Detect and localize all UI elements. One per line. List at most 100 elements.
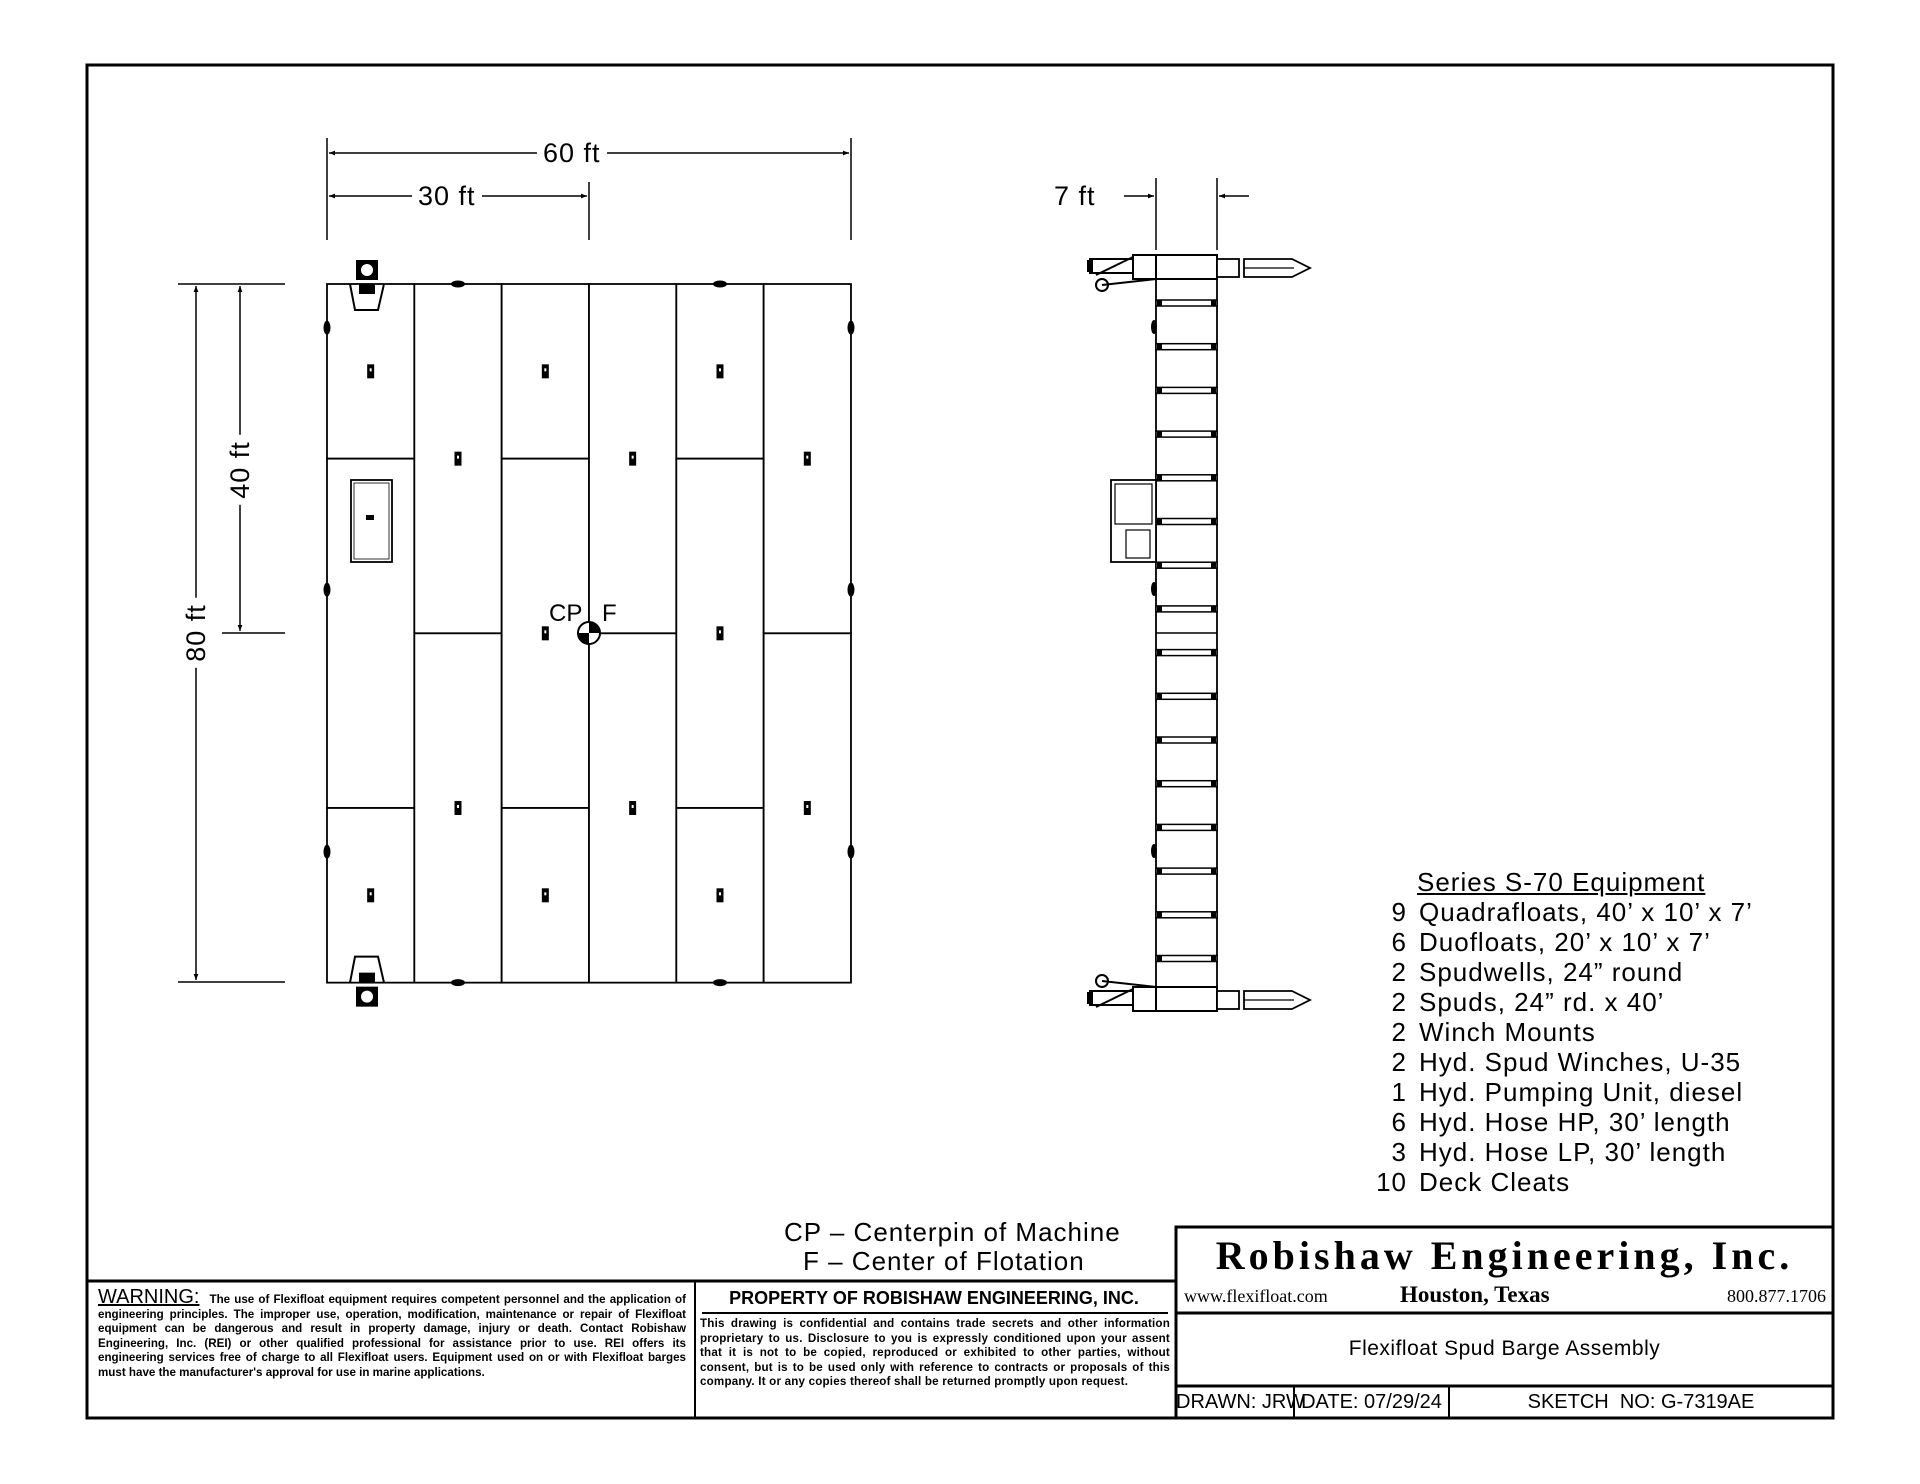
winch-mount	[359, 972, 375, 983]
equipment-desc: Hyd. Pumping Unit, diesel	[1419, 1077, 1744, 1107]
equipment-desc: Hyd. Spud Winches, U-35	[1419, 1047, 1742, 1077]
deck-cleat	[323, 320, 331, 335]
dim-7ft: 7 ft	[1054, 181, 1096, 211]
connector-pin	[1211, 868, 1216, 875]
float-connector	[1155, 911, 1218, 919]
hatch-marker-hole	[456, 455, 459, 459]
spudwell-assembly	[1087, 974, 1313, 1012]
pump-tank	[1125, 529, 1151, 559]
plan-view	[323, 260, 855, 1007]
warning-label: WARNING:	[98, 1286, 200, 1308]
spudwell	[349, 955, 385, 1007]
website: www.flexifloat.com	[1184, 1286, 1328, 1306]
hatch-marker-hole	[456, 804, 459, 808]
connector-pin	[1211, 693, 1216, 700]
connector-pin	[1157, 824, 1162, 831]
hatch-marker-hole	[369, 368, 372, 372]
winch-end	[1087, 992, 1093, 1004]
pumping-unit-side	[1110, 479, 1157, 563]
spudwell	[349, 260, 385, 311]
float-connector	[1155, 342, 1218, 351]
equipment-qty: 1	[1391, 1077, 1407, 1107]
connector-pin	[1211, 955, 1216, 962]
f-label: F	[602, 600, 617, 627]
sheet-border	[85, 63, 1835, 1420]
float-connector	[1155, 474, 1218, 482]
connector-pin	[1211, 343, 1216, 350]
property-text: This drawing is confidential and contain…	[700, 1317, 1170, 1389]
cp-label: CP	[549, 600, 583, 627]
deck-cleat	[450, 280, 465, 288]
connector-pin	[1157, 737, 1162, 743]
connector-pin	[1211, 300, 1216, 306]
connector-pin	[1157, 780, 1162, 787]
dim-80ft: 80 ft	[181, 598, 211, 668]
float-connector	[1155, 299, 1218, 307]
phone: 800.877.1706	[1727, 1286, 1826, 1306]
hatch-marker-hole	[544, 630, 547, 634]
winch-brace	[1095, 988, 1134, 1008]
hatch-marker-hole	[544, 892, 547, 896]
connector-pin	[1211, 605, 1216, 612]
deck-cleat	[847, 844, 855, 859]
connector-pin	[1157, 693, 1162, 700]
pumping-unit	[350, 479, 393, 563]
float-connector	[1155, 430, 1218, 438]
hatch-marker-hole	[544, 368, 547, 372]
equipment-qty: 2	[1391, 987, 1407, 1017]
winch-mount-side	[1132, 254, 1157, 280]
equipment-desc: Spuds, 24” rd. x 40’	[1419, 987, 1665, 1017]
connector-pin	[1211, 387, 1216, 394]
connector-pin	[1211, 824, 1216, 831]
equipment-qty: 6	[1391, 1107, 1407, 1137]
property-heading: PROPERTY OF ROBISHAW ENGINEERING, INC.	[729, 1288, 1139, 1308]
connector-pin	[1211, 562, 1216, 569]
equipment-item: 2 Spuds, 24” rd. x 40’	[1367, 987, 1753, 1017]
winch-cable	[1101, 278, 1157, 286]
drawn-by: DRAWN: JRW	[1176, 1391, 1305, 1413]
connector-pin	[1211, 649, 1216, 656]
winch-brace	[1095, 256, 1134, 276]
hatch-marker-hole	[718, 892, 721, 896]
float-connector	[1155, 736, 1218, 744]
equipment-desc: Duofloats, 20’ x 10’ x 7’	[1419, 927, 1711, 957]
equipment-qty: 2	[1391, 1017, 1407, 1047]
dim-30ft: 30 ft	[412, 181, 482, 211]
winch-mount	[359, 284, 375, 294]
title-block-frame	[1174, 1225, 1835, 1420]
hatch-marker-hole	[718, 368, 721, 372]
deck-cleat	[1151, 582, 1157, 596]
legend-f: F – Center of Flotation	[803, 1246, 1085, 1276]
equipment-qty: 2	[1391, 1047, 1407, 1077]
connector-pin	[1157, 868, 1162, 875]
connector-pin	[1157, 300, 1162, 306]
connector-pin	[1157, 605, 1162, 612]
equipment-desc: Spudwells, 24” round	[1419, 957, 1684, 987]
connector-pin	[1157, 474, 1162, 481]
spud-stub	[1216, 990, 1240, 1010]
float-connector	[1155, 823, 1218, 832]
connector-pin	[1211, 431, 1216, 438]
spudwell-assembly	[1087, 254, 1313, 292]
hatch-marker-hole	[806, 804, 809, 808]
dim-40ft: 40 ft	[225, 435, 255, 505]
connector-pin	[1157, 649, 1162, 656]
spudwell-side	[1155, 254, 1218, 280]
winch-mount-side	[1132, 986, 1157, 1012]
connector-pin	[1211, 474, 1216, 481]
hatch-marker-hole	[631, 455, 634, 459]
spud-icon	[359, 262, 375, 278]
dim-60ft: 60 ft	[537, 138, 607, 168]
winch-cable	[1101, 980, 1157, 988]
center-mark-icon	[577, 621, 601, 645]
float-connector	[1155, 648, 1218, 657]
float-connector	[1155, 605, 1218, 613]
